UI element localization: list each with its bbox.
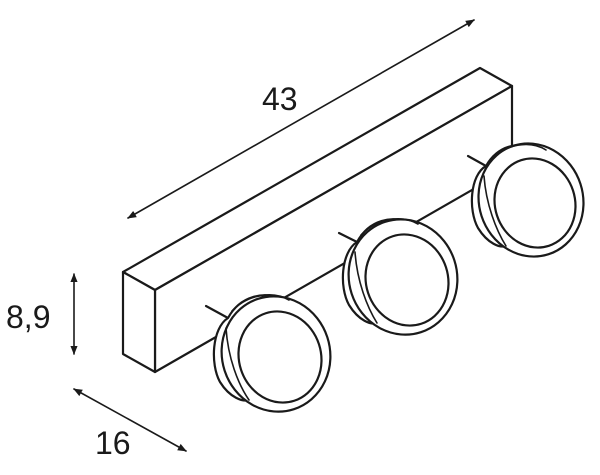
length-dimension-line	[127, 19, 475, 219]
spotlight-head-1	[204, 294, 332, 413]
length-dimension: 43	[127, 19, 475, 219]
spotlight-head-2	[337, 218, 459, 336]
spotlight-head-3	[466, 142, 585, 258]
height-label: 8,9	[6, 299, 50, 335]
length-label: 43	[262, 81, 298, 117]
depth-dimension-line	[73, 388, 187, 452]
height-dimension: 8,9	[6, 273, 78, 355]
depth-label: 16	[95, 425, 131, 461]
depth-dimension: 16	[73, 388, 187, 461]
